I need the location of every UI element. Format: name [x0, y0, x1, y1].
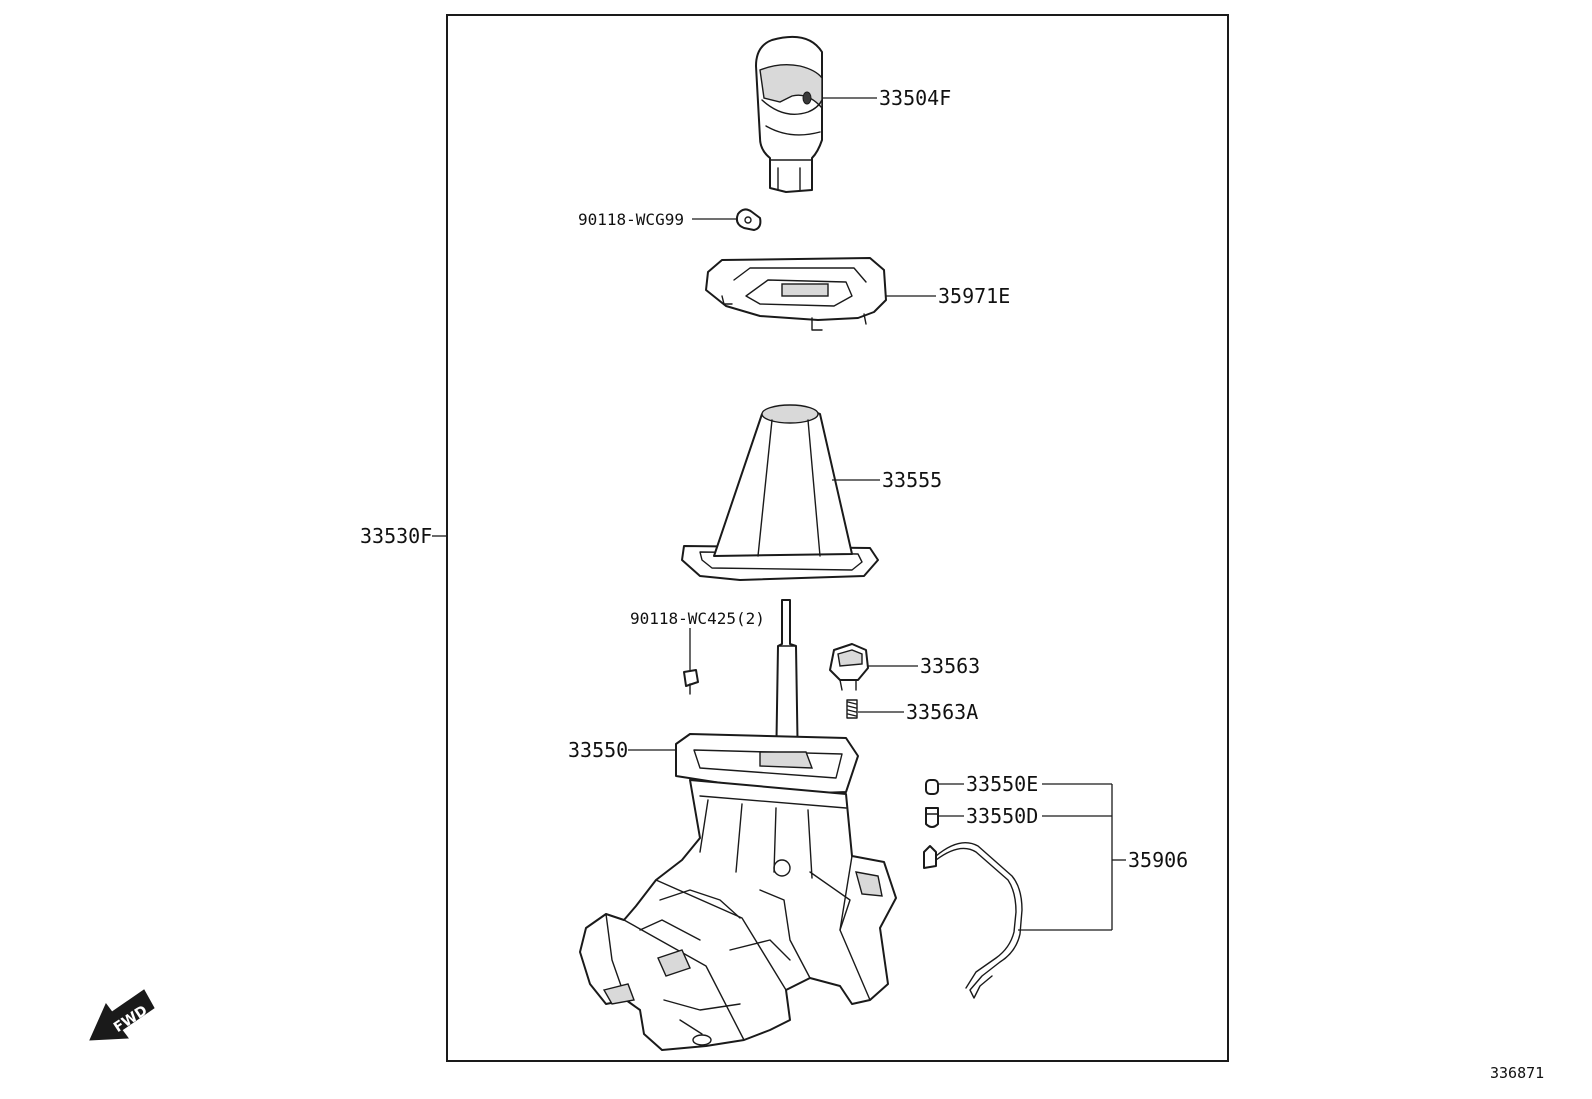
leader-lines: [432, 97, 1126, 931]
label-cap-e: 33550E: [966, 772, 1038, 796]
label-bolt: 90118-WC425(2): [630, 609, 765, 628]
label-shift-lever-base: 33550: [568, 738, 628, 762]
label-switch: 33563: [920, 654, 980, 678]
assembly-frame: [446, 14, 1229, 1062]
shift-knob-part[interactable]: [755, 36, 823, 193]
spring-part[interactable]: [846, 699, 858, 719]
label-shift-knob: 33504F: [879, 86, 951, 110]
label-spring: 33563A: [906, 700, 978, 724]
shift-boot-part[interactable]: [681, 404, 879, 581]
bolt-part[interactable]: [683, 669, 699, 695]
label-boot: 33555: [882, 468, 942, 492]
label-cap-d: 33550D: [966, 804, 1038, 828]
cap-d-part[interactable]: [925, 807, 939, 828]
lock-switch-part[interactable]: [829, 643, 869, 691]
label-assembly: 33530F: [360, 524, 432, 548]
shift-bezel-part[interactable]: [705, 257, 887, 331]
wire-set-part[interactable]: [923, 842, 1023, 999]
label-knob-clip: 90118-WCG99: [578, 210, 684, 229]
knob-clip-part[interactable]: [735, 208, 762, 231]
diagram-id: 336871: [1490, 1064, 1544, 1082]
shift-lever-base-part[interactable]: [579, 599, 897, 1051]
label-bezel: 35971E: [938, 284, 1010, 308]
label-wire-set: 35906: [1128, 848, 1188, 872]
fwd-arrow-icon: FWD: [89, 989, 155, 1041]
cap-e-part[interactable]: [925, 779, 939, 795]
